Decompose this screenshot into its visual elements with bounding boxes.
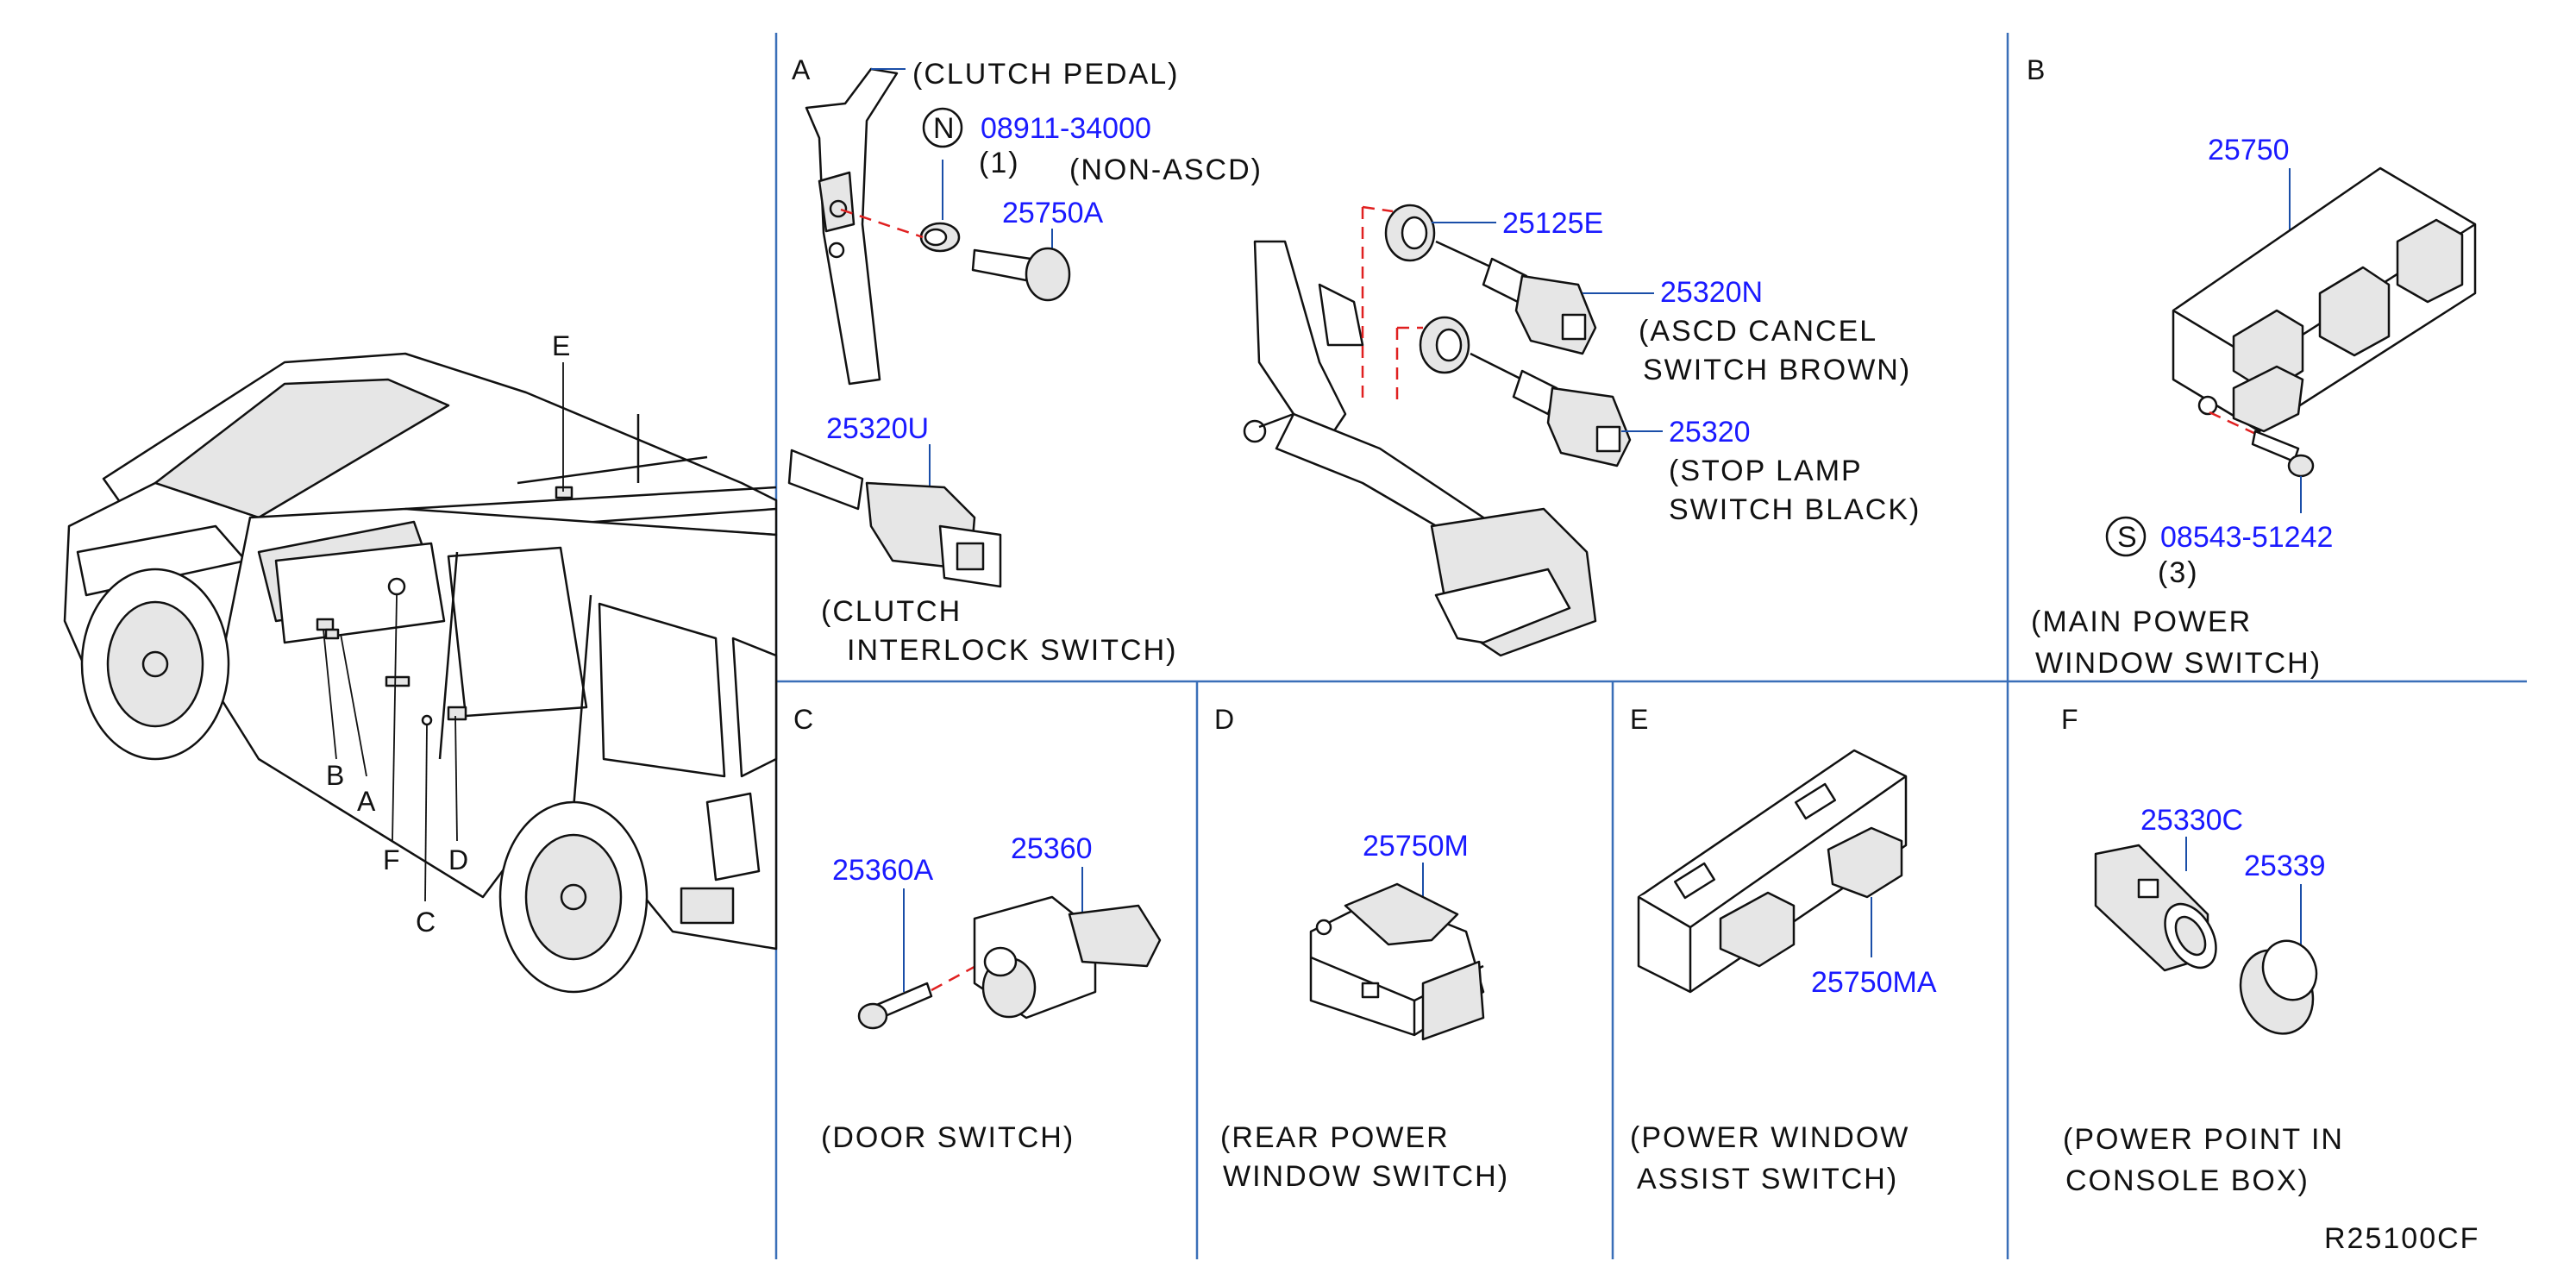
- nut-illustration: [840, 160, 961, 253]
- nut-symbol-n-text: N: [933, 112, 956, 145]
- power-window-assist-switch-illustration: [1637, 749, 1908, 994]
- rear-window-switch-caption-2: WINDOW SWITCH): [1223, 1160, 1509, 1193]
- part-number-25750: 25750: [2208, 134, 2290, 166]
- screw-symbol-s-text: S: [2117, 521, 2139, 554]
- power-point-illustration: [2094, 837, 2318, 1035]
- part-number-25360: 25360: [1011, 832, 1093, 865]
- assist-switch-caption-1: (POWER WINDOW: [1630, 1121, 1909, 1154]
- clutch-switch-caption-1: (CLUTCH: [821, 595, 962, 628]
- part-number-25330c: 25330C: [2140, 804, 2243, 837]
- main-power-window-switch-illustration: [2172, 166, 2477, 513]
- part-number-08911-34000: 08911-34000: [981, 112, 1151, 145]
- part-number-25339: 25339: [2244, 850, 2326, 882]
- vehicle-label-e: E: [552, 330, 570, 361]
- vehicle-illustration: [63, 352, 778, 994]
- section-d-letter: D: [1214, 704, 1234, 735]
- vehicle-label-f: F: [383, 844, 400, 875]
- part-number-25320: 25320: [1669, 416, 1751, 449]
- ascd-caption-2: SWITCH BROWN): [1643, 354, 1911, 386]
- ascd-caption-1: (ASCD CANCEL: [1639, 315, 1877, 348]
- non-ascd-label: (NON-ASCD): [1069, 154, 1263, 186]
- power-point-caption-1: (POWER POINT IN: [2063, 1123, 2344, 1156]
- part-number-08543-51242: 08543-51242: [2160, 521, 2333, 554]
- nut-symbol-n: [922, 107, 963, 148]
- diagram-code: R25100CF: [2324, 1222, 2479, 1255]
- section-e-letter: E: [1630, 704, 1648, 735]
- stopper-bolt-illustration: [971, 229, 1071, 302]
- screw-symbol-s: [2105, 516, 2147, 557]
- assist-switch-caption-2: ASSIST SWITCH): [1637, 1163, 1898, 1195]
- brake-pedal-illustration: [1243, 205, 1597, 657]
- rear-power-window-switch-illustration: [1309, 863, 1485, 1041]
- part-number-25750m: 25750M: [1363, 830, 1469, 863]
- part-number-25320n: 25320N: [1660, 276, 1763, 309]
- door-switch-illustration: [857, 867, 1162, 1030]
- rear-window-switch-caption-1: (REAR POWER: [1220, 1121, 1450, 1154]
- nut-quantity: (1): [979, 147, 1020, 179]
- clutch-pedal-label: (CLUTCH PEDAL): [912, 58, 1179, 91]
- vehicle-label-c: C: [416, 907, 436, 938]
- section-b-letter: B: [2027, 54, 2045, 85]
- part-number-25360a: 25360A: [832, 854, 934, 887]
- main-window-switch-caption-2: WINDOW SWITCH): [2035, 647, 2322, 680]
- stop-lamp-caption-2: SWITCH BLACK): [1669, 493, 1921, 526]
- part-number-25750ma: 25750MA: [1811, 966, 1937, 999]
- vehicle-label-b: B: [326, 760, 344, 791]
- clutch-pedal-illustration: [805, 67, 906, 386]
- vehicle-label-d: D: [448, 844, 468, 875]
- screw-quantity: (3): [2158, 556, 2199, 589]
- part-number-25125e: 25125E: [1502, 207, 1603, 240]
- main-window-switch-caption-1: (MAIN POWER: [2031, 605, 2252, 638]
- door-switch-caption: (DOOR SWITCH): [821, 1121, 1075, 1154]
- ascd-cancel-switch-illustration: [1384, 204, 1654, 355]
- section-a-letter: A: [792, 54, 811, 85]
- power-point-caption-2: CONSOLE BOX): [2065, 1164, 2310, 1197]
- section-f-letter: F: [2061, 704, 2078, 735]
- part-number-25320u: 25320U: [826, 412, 929, 445]
- clutch-switch-caption-2: INTERLOCK SWITCH): [847, 634, 1177, 667]
- clutch-interlock-switch-illustration: [787, 444, 1002, 588]
- stop-lamp-switch-illustration: [1397, 316, 1663, 467]
- section-c-letter: C: [793, 704, 813, 735]
- stop-lamp-caption-1: (STOP LAMP: [1669, 455, 1863, 487]
- vehicle-label-a: A: [357, 786, 376, 817]
- part-number-25750a: 25750A: [1002, 197, 1104, 229]
